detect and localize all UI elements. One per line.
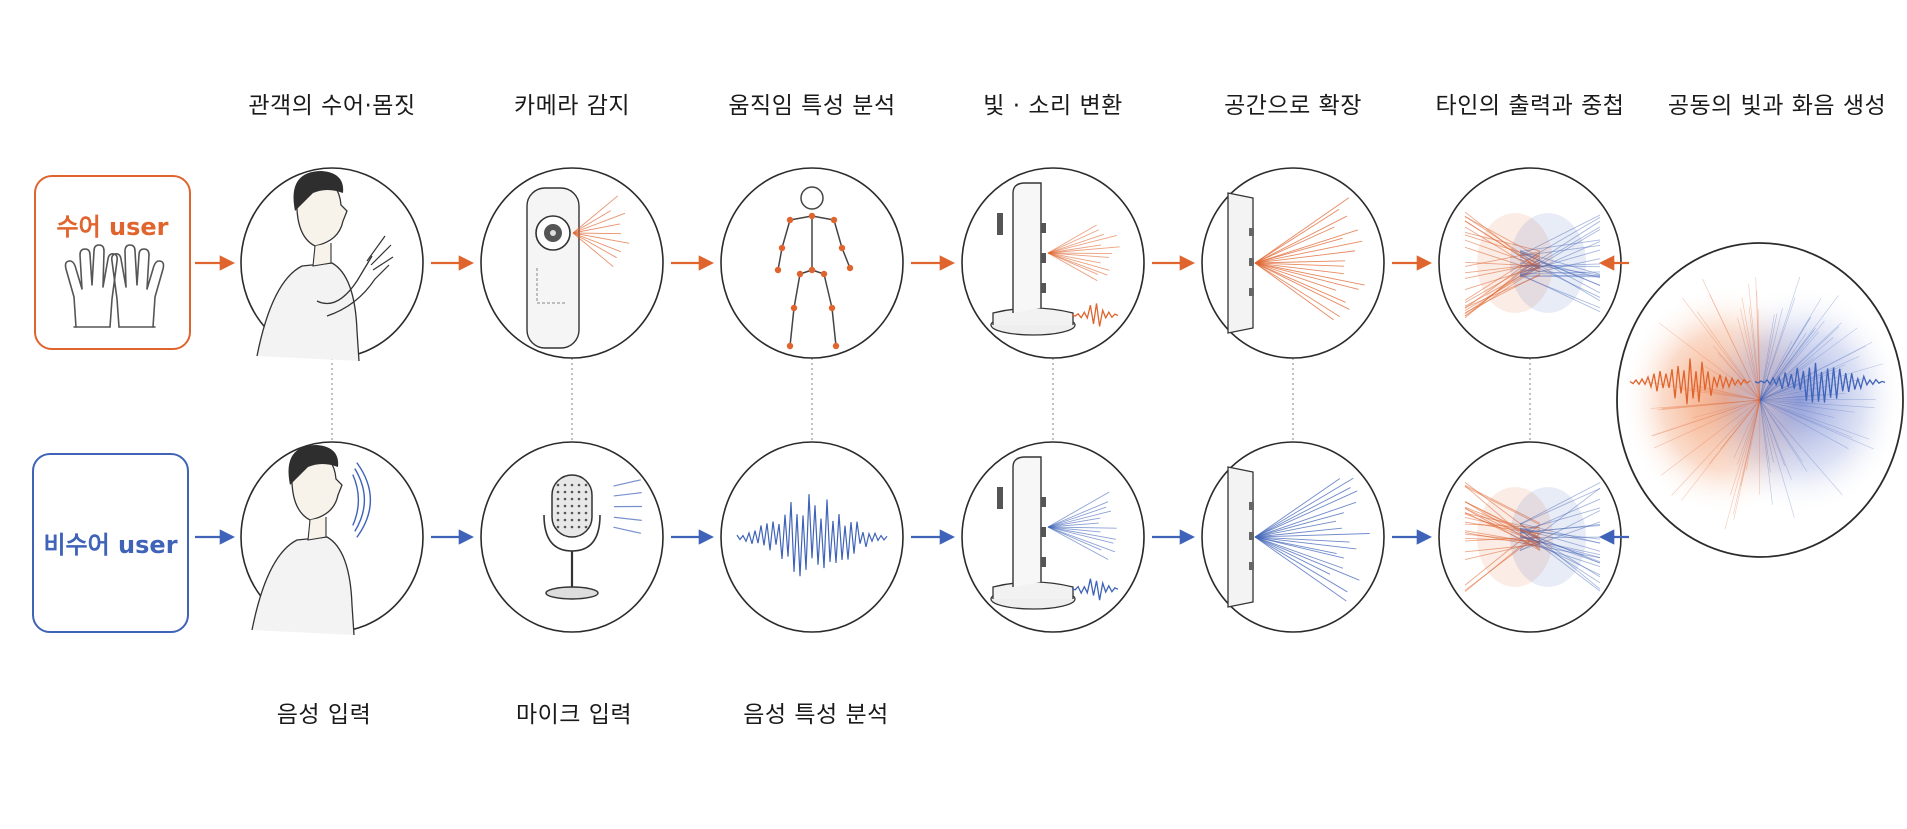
bottom-label-2: 마이크 입력 xyxy=(516,695,632,729)
top-label-3: 움직임 특성 분석 xyxy=(728,86,895,120)
bottom-label-1: 음성 입력 xyxy=(277,695,371,729)
top-label-6: 타인의 출력과 중첩 xyxy=(1436,86,1625,120)
top-label-7: 공동의 빛과 화음 생성 xyxy=(1668,86,1886,120)
bottom-stage-circle-3 xyxy=(721,442,903,632)
voice-user-label: 비수어 user xyxy=(34,525,187,560)
sign-language-user-box: 수어 user xyxy=(34,175,191,350)
top-label-1: 관객의 수어·몸짓 xyxy=(248,86,415,120)
combined-light-harmony-icon xyxy=(1620,277,1905,529)
row-connector-lines xyxy=(332,358,1530,442)
top-label-4: 빛 · 소리 변환 xyxy=(983,86,1123,120)
bottom-label-3: 음성 특성 분석 xyxy=(743,695,889,729)
top-label-2: 카메라 감지 xyxy=(514,86,630,120)
non-sign-language-user-box: 비수어 user xyxy=(32,453,189,633)
top-label-5: 공간으로 확장 xyxy=(1224,86,1362,120)
raised-hands-icon xyxy=(36,177,193,352)
